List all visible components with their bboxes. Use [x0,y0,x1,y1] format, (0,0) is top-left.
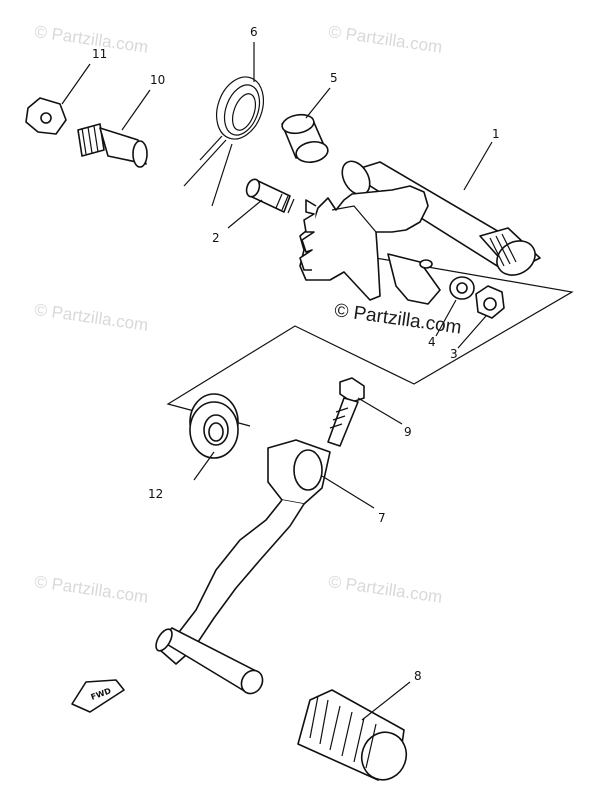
callout-9: 9 [404,425,412,439]
callout-labels: 11 10 6 5 1 2 4 3 12 9 7 8 [92,25,500,683]
callout-12: 12 [148,487,163,501]
part-1-kick-shaft [299,160,541,305]
part-9-bolt [327,377,365,447]
part-5-collar [281,113,329,164]
assembly-boundary [166,247,574,427]
part-12-oil-seal [189,393,239,459]
callout-8: 8 [414,669,422,683]
part-3-nut [475,285,505,319]
callout-1: 1 [492,127,500,141]
part-2-small-pin [245,178,295,214]
part-6-spring [183,76,264,207]
callout-10: 10 [150,73,165,87]
callout-3: 3 [450,347,458,361]
part-7-kick-crank [155,439,331,695]
callout-7: 7 [378,511,386,525]
leader-lines [61,42,493,721]
callout-5: 5 [330,71,338,85]
callout-11: 11 [92,47,107,61]
part-4-washer [449,276,475,300]
part-8-rubber-grip [297,689,408,781]
fwd-arrow-icon: FWD [71,679,125,713]
callout-2: 2 [212,231,220,245]
part-11-washer [25,97,67,135]
part-10-pin [77,123,148,168]
callout-4: 4 [428,335,436,349]
callout-6: 6 [250,25,258,39]
